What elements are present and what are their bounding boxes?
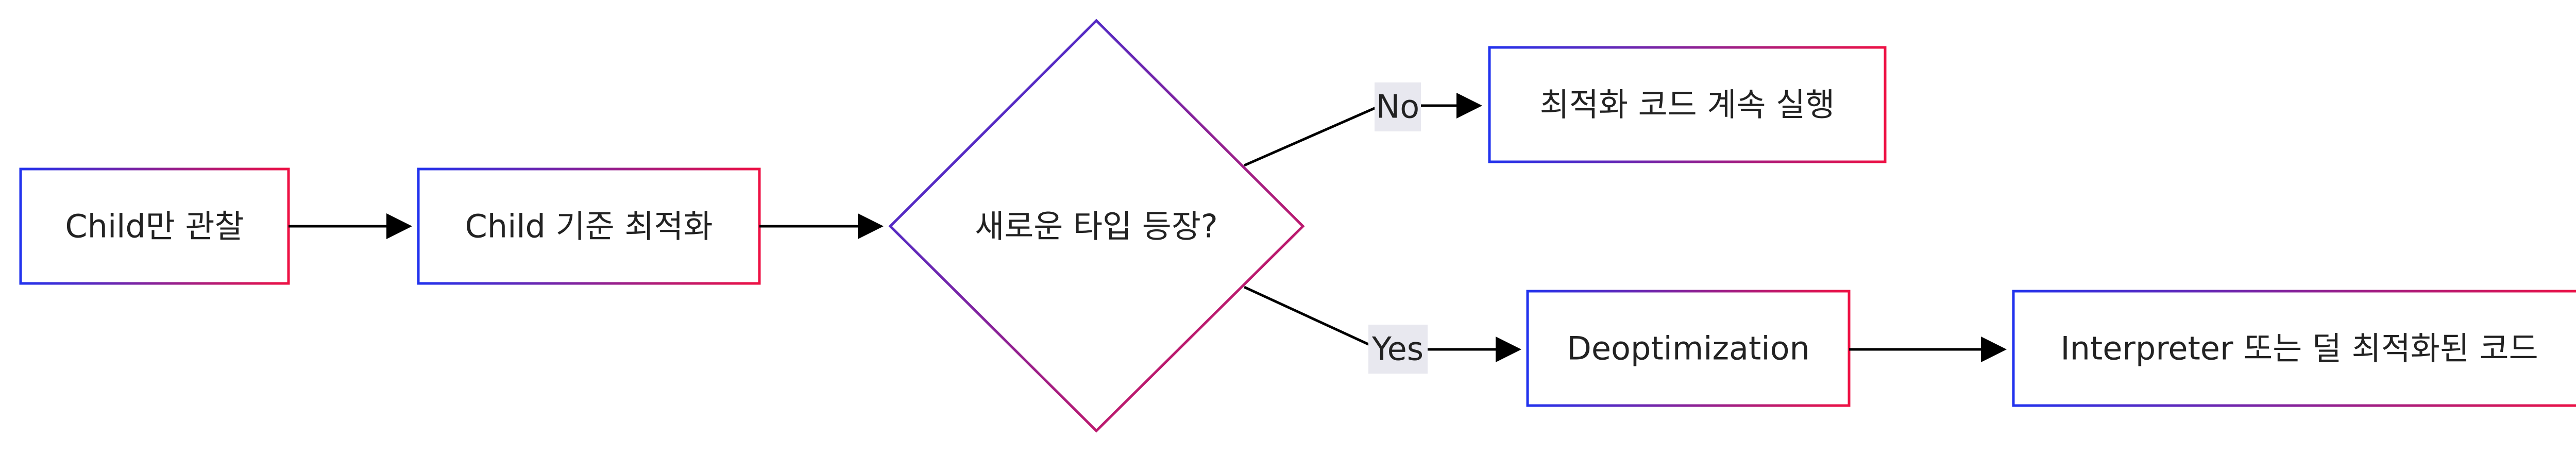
edge-label-yes: Yes: [1368, 325, 1428, 374]
edge-label-yes-text: Yes: [1371, 330, 1423, 368]
edge-no: [1243, 93, 1482, 167]
node-new-type-decision-label: 새로운 타입 등장?: [975, 208, 1218, 245]
node-deoptimization-label: Deoptimization: [1567, 330, 1810, 367]
edge-label-no: No: [1375, 82, 1421, 131]
node-child-optimize: Child 기준 최적화: [417, 167, 761, 285]
node-interpreter-fallback-label: Interpreter 또는 덜 최적화된 코드: [2060, 330, 2538, 367]
node-continue-optimized: 최적화 코드 계속 실행: [1488, 46, 1887, 163]
node-child-optimize-label: Child 기준 최적화: [465, 208, 713, 245]
edge-label-no-text: No: [1376, 88, 1419, 126]
node-child-observe: Child만 관찰: [19, 167, 290, 285]
node-interpreter-fallback: Interpreter 또는 덜 최적화된 코드: [2012, 290, 2576, 407]
node-child-observe-label: Child만 관찰: [65, 208, 244, 245]
node-deoptimization: Deoptimization: [1526, 290, 1851, 407]
node-new-type-decision: 새로운 타입 등장?: [888, 19, 1305, 433]
node-continue-optimized-label: 최적화 코드 계속 실행: [1540, 86, 1835, 124]
